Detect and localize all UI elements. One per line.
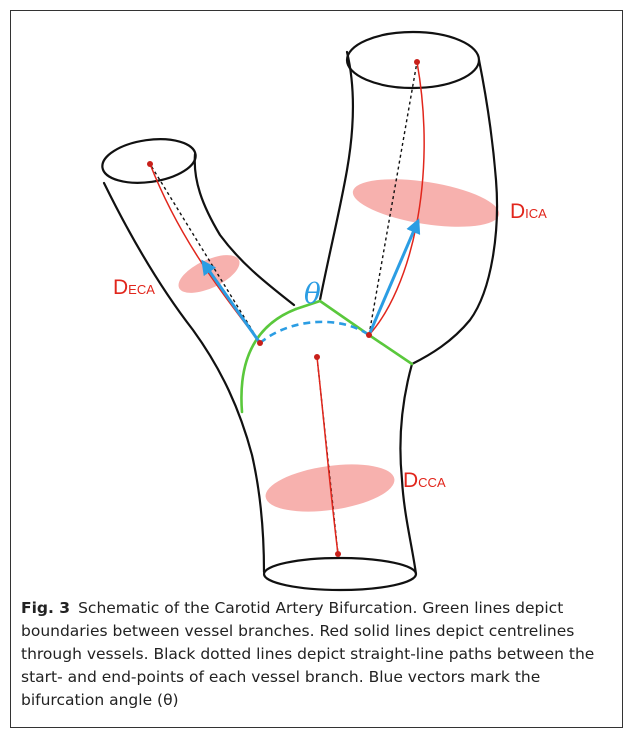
figure-label: Fig. 3 [21,599,70,617]
cca-diameter-label: DCCA [403,469,446,492]
eca-label-sub: ECA [128,282,155,297]
ica-end-point [414,59,420,65]
bifurcation-diagram: θ DECA DICA DCCA [0,0,635,600]
cca-bottom-point [335,551,341,557]
eca-straight-path [150,164,260,343]
ica-bifurcation-vector [369,221,418,335]
ica-bifurcation-point [366,332,372,338]
caption-text: Schematic of the Carotid Artery Bifurcat… [21,599,594,709]
cca-centreline [317,357,338,554]
eca-diameter-label: DECA [113,276,155,299]
eca-cca-boundary [241,309,296,412]
eca-end-point [147,161,153,167]
ica-label-main: D [510,200,525,223]
ica-top-opening [347,32,479,88]
cca-top-point [314,354,320,360]
cca-bottom-opening [264,558,416,590]
eca-outer-wall [104,183,264,572]
eca-label-main: D [113,276,128,299]
eca-top-opening [100,134,199,189]
cca-label-sub: CCA [418,475,446,490]
eca-bifurcation-point [257,340,263,346]
ica-diameter-label: DICA [510,200,547,223]
cca-label-main: D [403,469,418,492]
ica-label-sub: ICA [525,206,547,221]
ica-inner-wall [320,52,353,300]
ica-diameter-ellipse [350,171,503,236]
theta-label: θ [304,277,321,310]
